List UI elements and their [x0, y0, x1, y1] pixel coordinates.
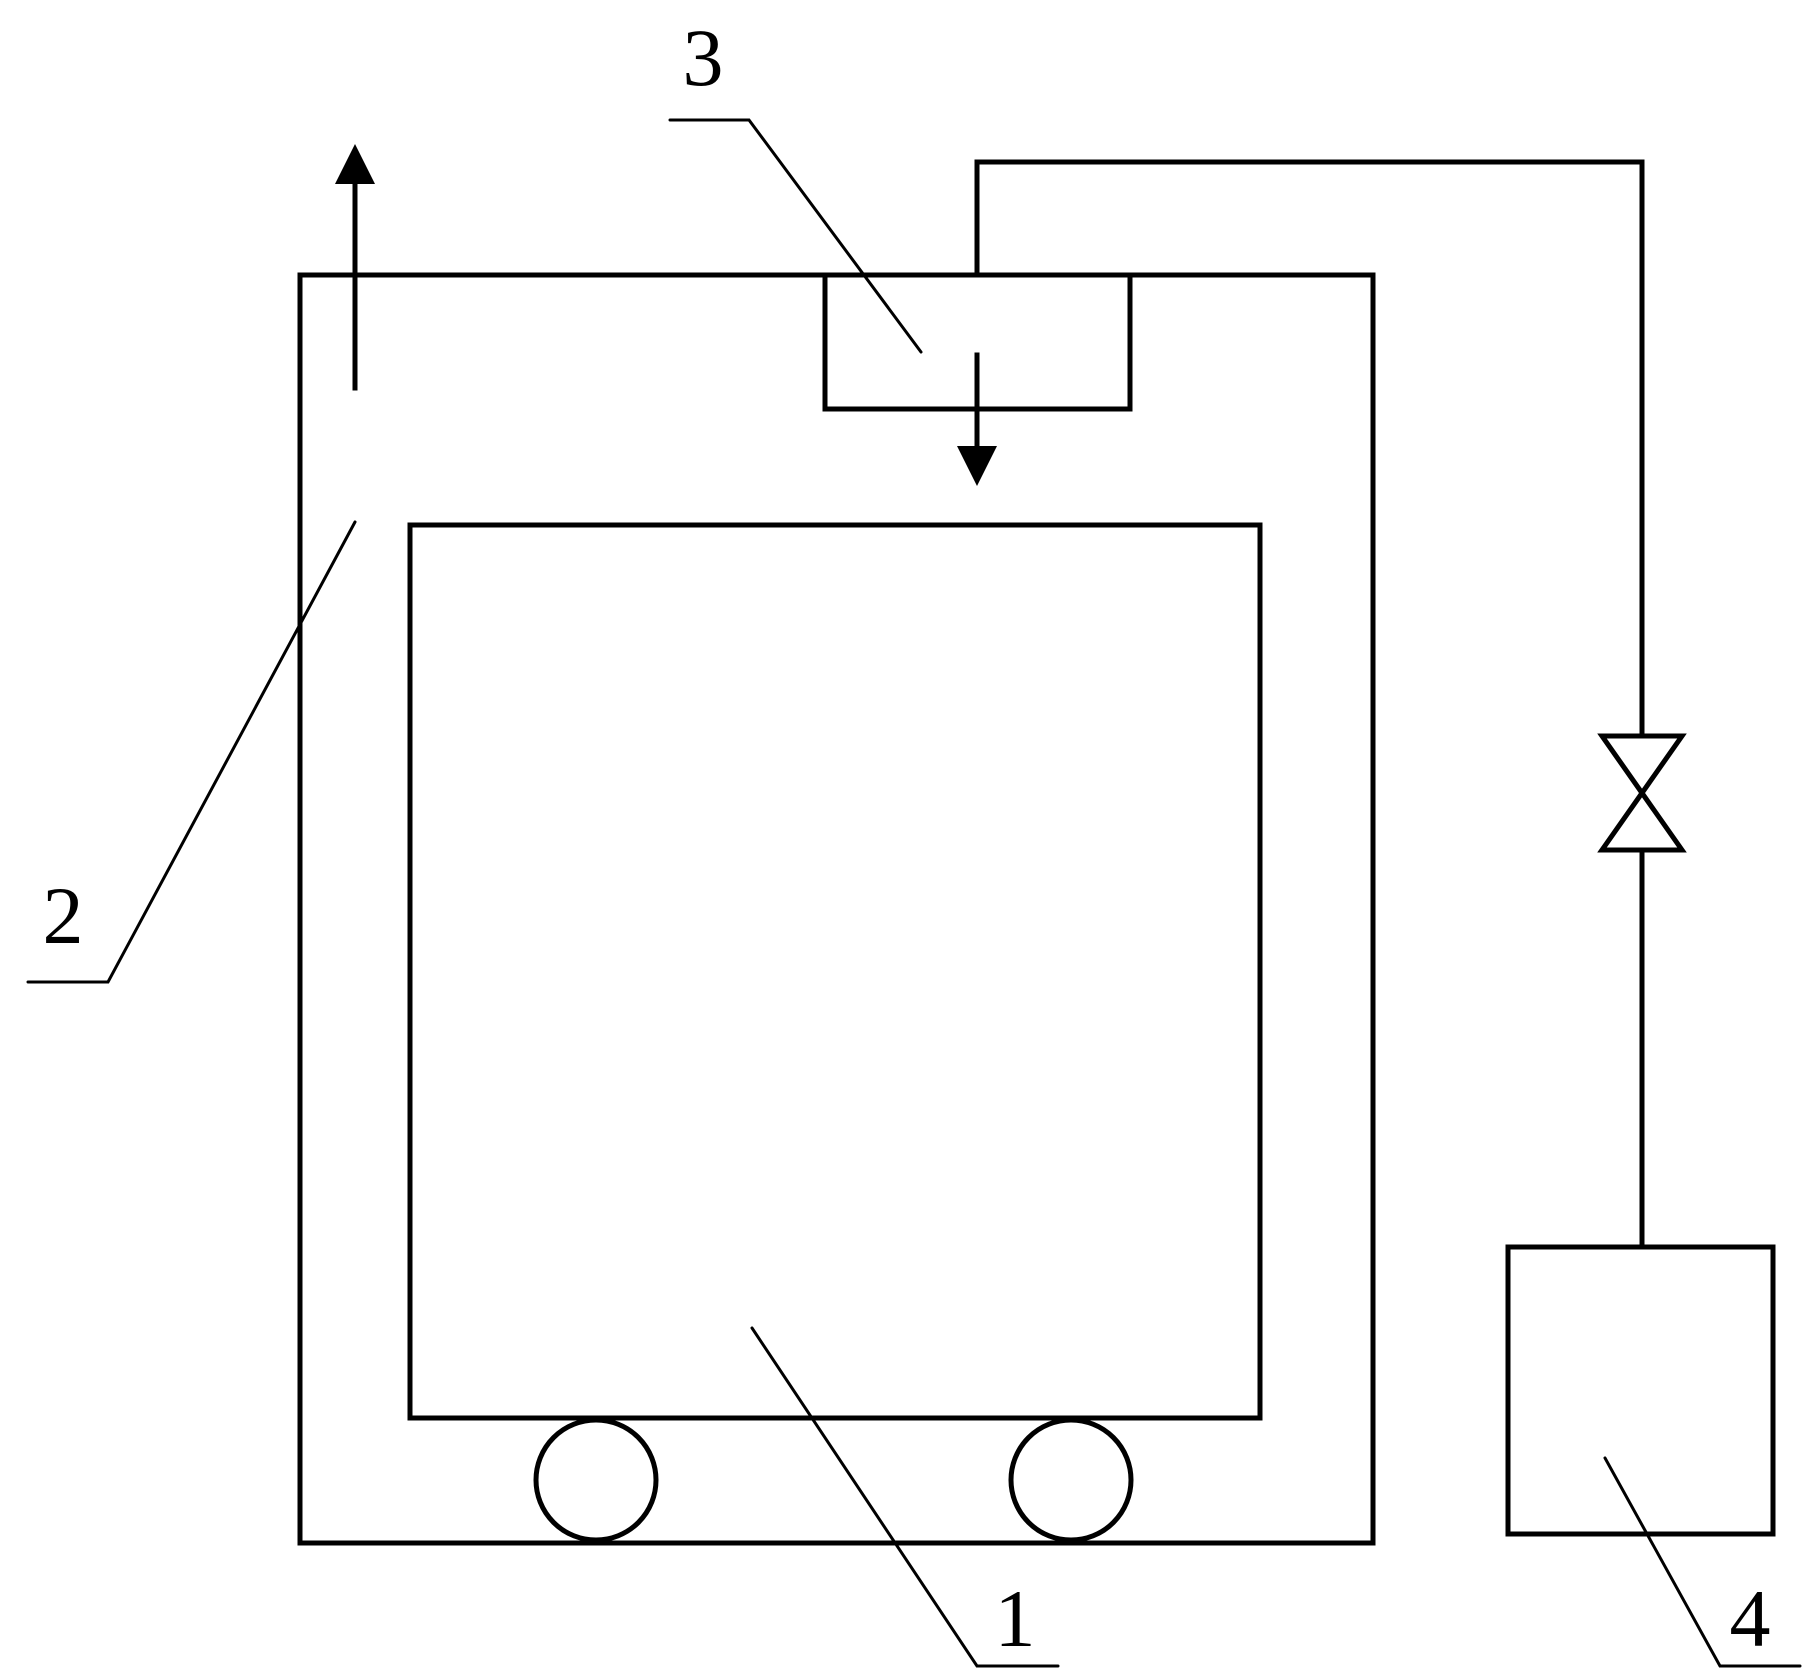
supply-pipe [974, 159, 1645, 739]
exhaust-arrow [335, 144, 375, 391]
part-label-4: 4 [1730, 1573, 1771, 1664]
leader-line-2 [26, 520, 357, 984]
inflow-arrow [957, 352, 997, 486]
outer-chamber [297, 272, 1376, 1546]
supply-tank [1505, 1244, 1776, 1537]
wheel-left [533, 1417, 659, 1543]
leader-line-1 [750, 1326, 1060, 1668]
leader-line-4 [1603, 1456, 1802, 1668]
part-label-1: 1 [995, 1573, 1036, 1664]
inner-container [407, 522, 1263, 1421]
wheel-right [1008, 1417, 1134, 1543]
leader-line-3 [668, 118, 923, 354]
part-label-3: 3 [683, 12, 724, 103]
part-label-2: 2 [43, 870, 84, 961]
valve-icon [1597, 733, 1687, 853]
